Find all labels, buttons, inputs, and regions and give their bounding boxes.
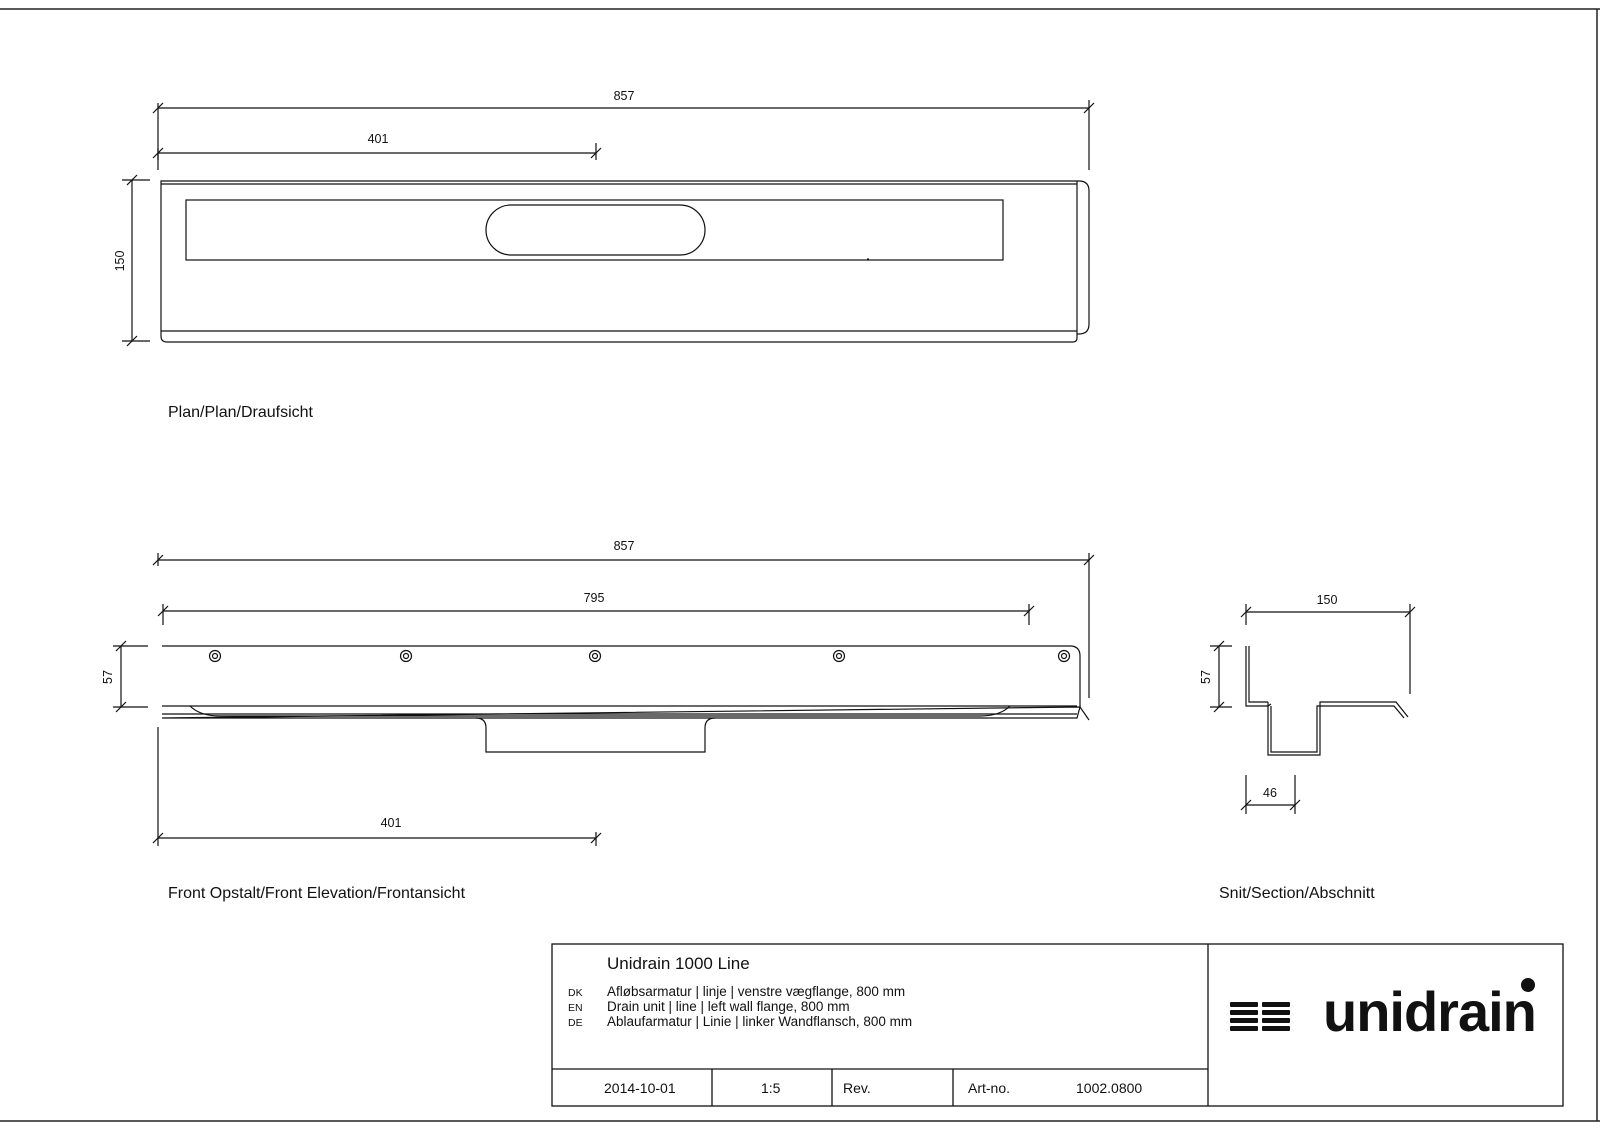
front-dim-height-line — [113, 640, 148, 713]
front-dim-total: 857 — [614, 539, 635, 553]
plan-dim-width-line — [122, 174, 150, 347]
plan-channel — [185, 199, 1004, 261]
plan-dim-total: 857 — [614, 89, 635, 103]
plan-dim-outlet-line — [152, 143, 602, 160]
section-dim-outlet-line — [1240, 775, 1301, 814]
plan-dim-outlet: 401 — [368, 132, 389, 146]
product-name: Unidrain 1000 Line — [607, 954, 750, 973]
plan-view — [122, 100, 1095, 347]
section-view-title: Snit/Section/Abschnitt — [1219, 885, 1375, 902]
logo-wordmark: unidrain — [1323, 980, 1536, 1043]
front-drain-body — [161, 645, 1090, 721]
section-dim-height: 57 — [1199, 670, 1213, 684]
front-dim-outlet-line — [152, 727, 602, 846]
section-dim-outlet: 46 — [1263, 786, 1277, 800]
front-view-title: Front Opstalt/Front Elevation/Frontansic… — [168, 885, 466, 902]
front-dim-height: 57 — [101, 670, 115, 684]
front-dim-total-line — [152, 553, 1095, 698]
desc-lang-de: DE — [568, 1017, 583, 1029]
stacked-bars-logo-icon — [1230, 1002, 1290, 1031]
drawing-date: 2014-10-01 — [604, 1080, 676, 1096]
revision-label: Rev. — [843, 1080, 871, 1096]
art-no-value: 1002.0800 — [1076, 1080, 1142, 1096]
front-dim-holes: 795 — [584, 591, 605, 605]
desc-text-dk: Afløbsarmatur | linje | venstre vægflang… — [607, 984, 905, 999]
front-dim-outlet: 401 — [381, 816, 402, 830]
section-dim-width: 150 — [1317, 593, 1338, 607]
front-outlet — [475, 717, 716, 753]
section-profile — [1245, 646, 1272, 707]
plan-dim-width: 150 — [113, 251, 127, 272]
plan-view-title: Plan/Plan/Draufsicht — [168, 404, 314, 421]
logo-registered-mark — [1521, 978, 1535, 992]
desc-lang-en: EN — [568, 1002, 583, 1014]
front-view — [113, 553, 1095, 846]
section-dim-width-line — [1240, 604, 1416, 694]
section-dim-height-line — [1210, 640, 1232, 713]
front-dim-holes-line — [157, 604, 1035, 625]
art-no-label: Art-no. — [968, 1080, 1010, 1096]
unidrain-logo: unidrain — [1230, 978, 1537, 1043]
drawing-scale: 1:5 — [761, 1080, 781, 1096]
title-block — [551, 943, 1564, 1107]
sheet-border — [0, 8, 1600, 1122]
plan-dimension-labels: 857 401 150 — [113, 89, 634, 271]
desc-text-de: Ablaufarmatur | Linie | linker Wandflans… — [607, 1014, 912, 1029]
front-dimension-labels: 857 795 57 401 — [101, 539, 634, 830]
section-view — [1210, 604, 1416, 814]
plan-dim-total-line — [152, 100, 1095, 170]
desc-lang-dk: DK — [568, 987, 583, 999]
section-dimension-labels: 150 57 46 — [1199, 593, 1337, 800]
desc-text-en: Drain unit | line | left wall flange, 80… — [607, 999, 850, 1014]
front-bolt-holes — [208, 649, 1071, 663]
plan-outlet-oval — [485, 204, 706, 256]
